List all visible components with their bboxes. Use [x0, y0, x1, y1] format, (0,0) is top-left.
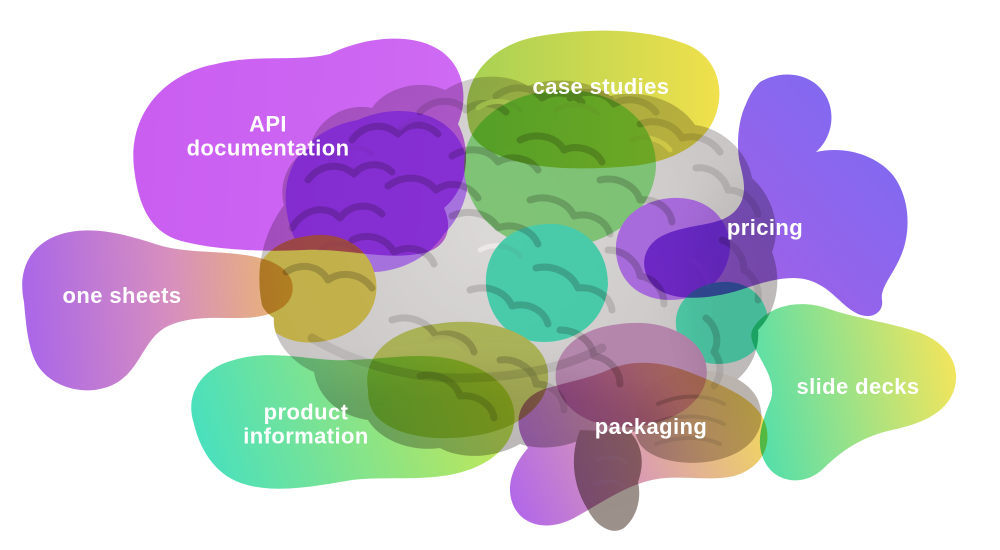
- blob-pricing: [644, 74, 908, 317]
- blob-api-documentation: [133, 38, 467, 256]
- label-slide-decks: slide decks: [796, 374, 920, 400]
- region-teal-center: [485, 223, 608, 342]
- blob-case-studies: [466, 30, 720, 169]
- label-blobs: [22, 30, 957, 526]
- label-api-documentation: API documentation: [186, 111, 350, 160]
- label-product-information: product information: [243, 399, 369, 448]
- blob-product-information: [191, 355, 515, 489]
- label-packaging: packaging: [594, 414, 708, 440]
- region-teal-right: [675, 281, 768, 364]
- label-case-studies: case studies: [532, 74, 670, 100]
- blob-packaging: [509, 362, 768, 526]
- label-pricing: pricing: [726, 215, 804, 241]
- blob-slide-decks: [751, 304, 957, 481]
- label-one-sheets: one sheets: [62, 283, 182, 309]
- blob-one-sheets: [22, 230, 293, 391]
- region-one-sheets: [259, 234, 377, 343]
